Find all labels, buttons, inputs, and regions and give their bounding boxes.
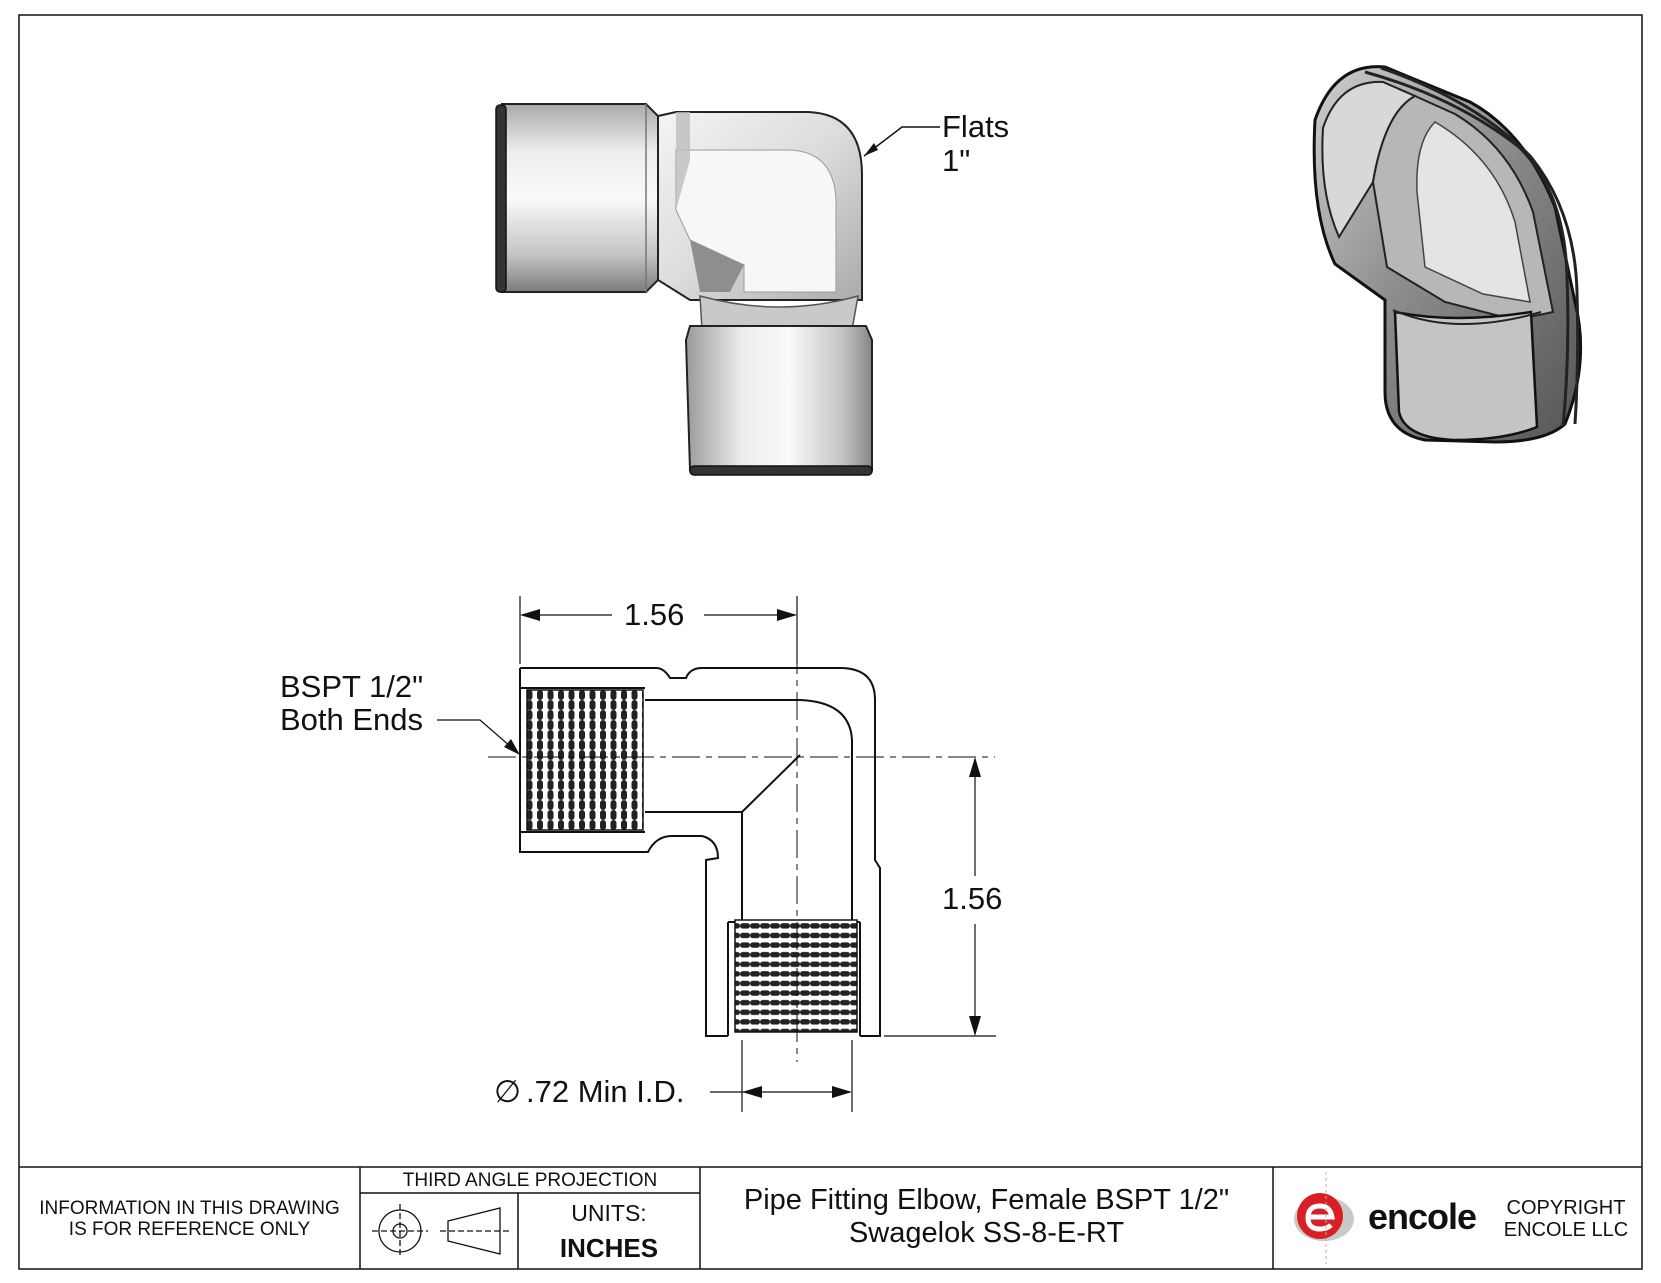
dim-vertical-value: 1.56 xyxy=(942,881,1003,916)
thread-sub-label: Both Ends xyxy=(280,702,424,737)
flats-value: 1" xyxy=(942,143,971,178)
encole-logo-text: encole xyxy=(1368,1196,1477,1237)
encole-logo-mark xyxy=(1294,1172,1354,1264)
dim-id-value: .72 Min I.D. xyxy=(526,1074,685,1109)
title-block xyxy=(19,1166,1642,1269)
thread-leader xyxy=(437,719,520,755)
copyright-line2: ENCOLE LLC xyxy=(1503,1219,1629,1241)
bottom-thread-hatch xyxy=(734,919,858,1033)
isometric-view xyxy=(1312,65,1583,444)
projection-symbol xyxy=(372,1204,510,1258)
drawing-title-line2: Swagelok SS-8-E-RT xyxy=(848,1217,1125,1249)
section-view xyxy=(519,667,881,1037)
dim-vertical-lines xyxy=(884,757,996,1037)
drawing-border xyxy=(18,14,1643,1270)
thread-label: BSPT 1/2" xyxy=(280,669,424,704)
centerlines xyxy=(488,600,995,1062)
projection-label: THIRD ANGLE PROJECTION xyxy=(402,1170,658,1191)
units-label: UNITS: xyxy=(571,1200,647,1226)
dim-id-lines xyxy=(710,1040,853,1112)
copyright-line1: COPYRIGHT xyxy=(1506,1197,1626,1219)
drawing-title-line1: Pipe Fitting Elbow, Female BSPT 1/2" xyxy=(743,1184,1230,1216)
diameter-symbol: ∅ xyxy=(494,1074,522,1109)
top-shaded-view xyxy=(495,103,940,476)
left-thread-hatch xyxy=(526,689,644,831)
units-value: INCHES xyxy=(559,1233,659,1263)
reference-note-line1: INFORMATION IN THIS DRAWING xyxy=(39,1198,340,1219)
reference-note-line2: IS FOR REFERENCE ONLY xyxy=(68,1219,311,1240)
dim-horizontal-value: 1.56 xyxy=(624,597,685,632)
dim-horizontal-lines xyxy=(519,596,798,664)
flats-label: Flats xyxy=(942,109,1010,144)
